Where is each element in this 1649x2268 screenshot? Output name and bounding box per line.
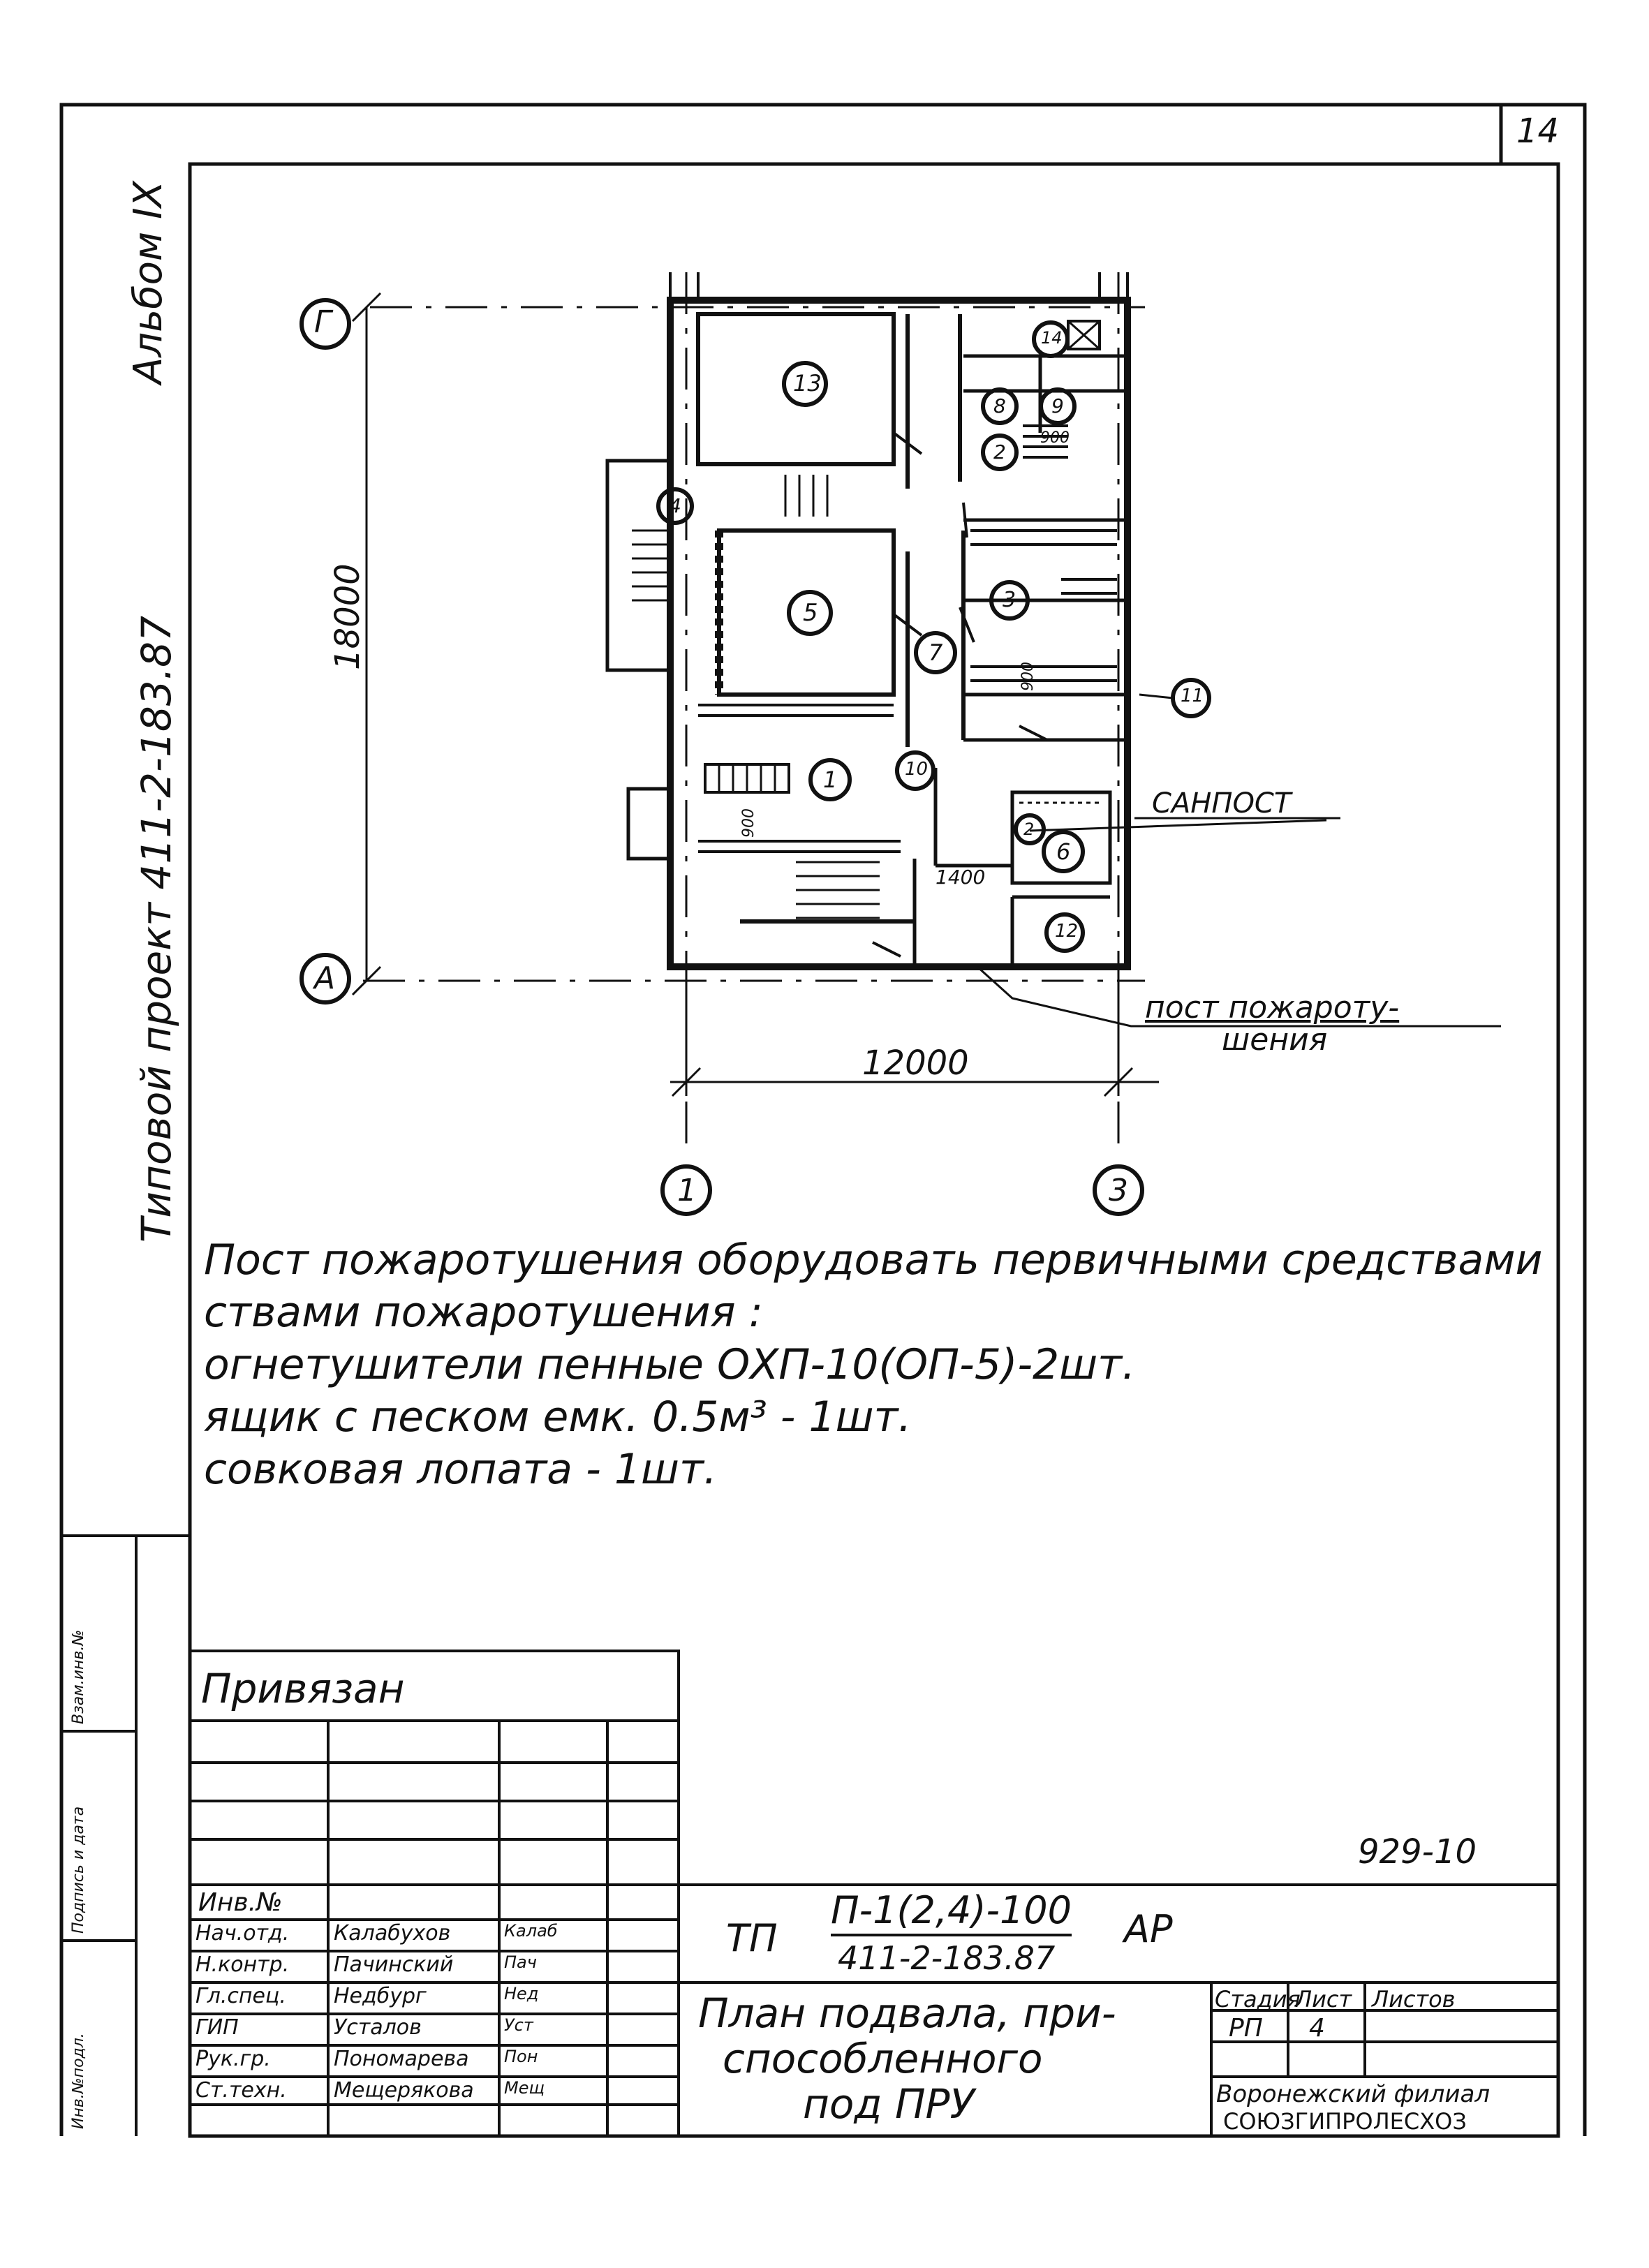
project-label: Типовой проект 411-2-183.87 — [133, 616, 180, 1243]
org-line-1: Воронежский филиал — [1216, 2080, 1491, 2108]
note-line-4: ящик с песком емк. 0.5м³ - 1шт. — [204, 1393, 912, 1441]
note-line-5: совковая лопата - 1шт. — [204, 1445, 717, 1494]
margin-podpis: Подпись и дата — [70, 1806, 87, 1934]
staff-name-2: Пачинский — [334, 1952, 454, 1977]
title-block-grid — [188, 1650, 1558, 2137]
sheet-label: Лист — [1295, 1986, 1352, 2013]
staff-role-4: ГИП — [195, 2015, 239, 2040]
inner-dim-1: 900 — [1040, 429, 1070, 447]
margin-vzam: Взам.инв.№ — [70, 1629, 87, 1724]
room-9: 9 — [1051, 394, 1064, 417]
staff-role-6: Ст.техн. — [195, 2078, 287, 2103]
stage-value: РП — [1229, 2014, 1263, 2043]
title-line-1: План подвала, при- — [698, 1989, 1116, 2037]
staff-sign-3: Нед — [504, 1984, 539, 2003]
axis-right-label: 3 — [1109, 1173, 1128, 1208]
staff-sign-4: Уст — [504, 2015, 533, 2035]
note-line-2: ствами пожаротушения : — [204, 1288, 763, 1337]
staff-name-6: Мещерякова — [334, 2078, 474, 2103]
inner-dim-4: 1400 — [936, 866, 986, 889]
privyazan-label: Привязан — [201, 1665, 405, 1712]
staff-name-1: Калабухов — [334, 1921, 451, 1945]
basement-plan — [300, 272, 1501, 1216]
room-14: 14 — [1041, 328, 1063, 348]
code-numerator: П-1(2,4)-100 — [831, 1888, 1072, 1936]
note-line-3: огнетушители пенные ОХП-10(ОП-5)-2шт. — [204, 1340, 1136, 1389]
axis-left-label: 1 — [677, 1173, 697, 1208]
staff-name-5: Пономарева — [334, 2047, 469, 2071]
inner-dim-2: 900 — [1019, 662, 1037, 691]
staff-sign-6: Мещ — [504, 2078, 545, 2098]
margin-inv-podl: Инв.№подл. — [70, 2033, 87, 2129]
staff-sign-2: Пач — [504, 1952, 537, 1972]
title-line-2: способленного — [723, 2035, 1043, 2082]
page-number: 14 — [1516, 112, 1560, 151]
note-line-1: Пост пожаротушения оборудовать первичным… — [204, 1236, 1543, 1284]
sheet-value: 4 — [1309, 2014, 1325, 2043]
room-2-lower: 2 — [1023, 820, 1035, 839]
room-1: 1 — [823, 766, 838, 793]
inv-no-label: Инв.№ — [198, 1888, 283, 1917]
room-4: 4 — [669, 494, 681, 517]
code-denominator: 411-2-183.87 — [838, 1939, 1056, 1977]
staff-role-2: Н.контр. — [195, 1952, 290, 1977]
dimension-horizontal: 12000 — [862, 1044, 969, 1083]
org-line-2: СОЮЗГИПРОЛЕСХОЗ — [1223, 2108, 1467, 2135]
room-10: 10 — [905, 759, 929, 780]
code-prefix: ТП — [726, 1916, 778, 1960]
staff-name-4: Усталов — [334, 2015, 422, 2040]
sanpost-callout: САНПОСТ — [1152, 787, 1292, 820]
fire-post-callout: пост пожароту- — [1145, 990, 1400, 1025]
room-5: 5 — [803, 599, 818, 627]
staff-role-5: Рук.гр. — [195, 2047, 271, 2071]
album-label: Альбом IX — [126, 181, 171, 384]
title-line-3: под ПРУ — [803, 2080, 975, 2128]
stage-label: Стадия — [1215, 1986, 1301, 2013]
dimension-vertical: 18000 — [328, 563, 367, 670]
doc-number: 929-10 — [1358, 1832, 1477, 1872]
axis-top-label: Г — [314, 304, 332, 340]
room-12: 12 — [1055, 921, 1079, 942]
inner-dim-3: 900 — [740, 808, 757, 838]
sheets-label: Листов — [1372, 1986, 1456, 2013]
room-8: 8 — [993, 394, 1006, 417]
staff-role-1: Нач.отд. — [195, 1921, 290, 1945]
room-2: 2 — [993, 440, 1006, 464]
staff-name-3: Недбург — [334, 1984, 427, 2008]
staff-sign-1: Калаб — [504, 1921, 558, 1941]
room-6: 6 — [1056, 838, 1071, 865]
room-11: 11 — [1181, 685, 1204, 706]
room-13: 13 — [793, 370, 822, 396]
room-7: 7 — [929, 639, 943, 666]
axis-bottom-label: А — [314, 961, 336, 996]
room-3: 3 — [1003, 588, 1016, 612]
fire-post-callout-2: шения — [1222, 1022, 1328, 1058]
staff-role-3: Гл.спец. — [195, 1984, 286, 2008]
staff-sign-5: Пон — [504, 2047, 538, 2066]
code-suffix: АР — [1124, 1907, 1173, 1951]
